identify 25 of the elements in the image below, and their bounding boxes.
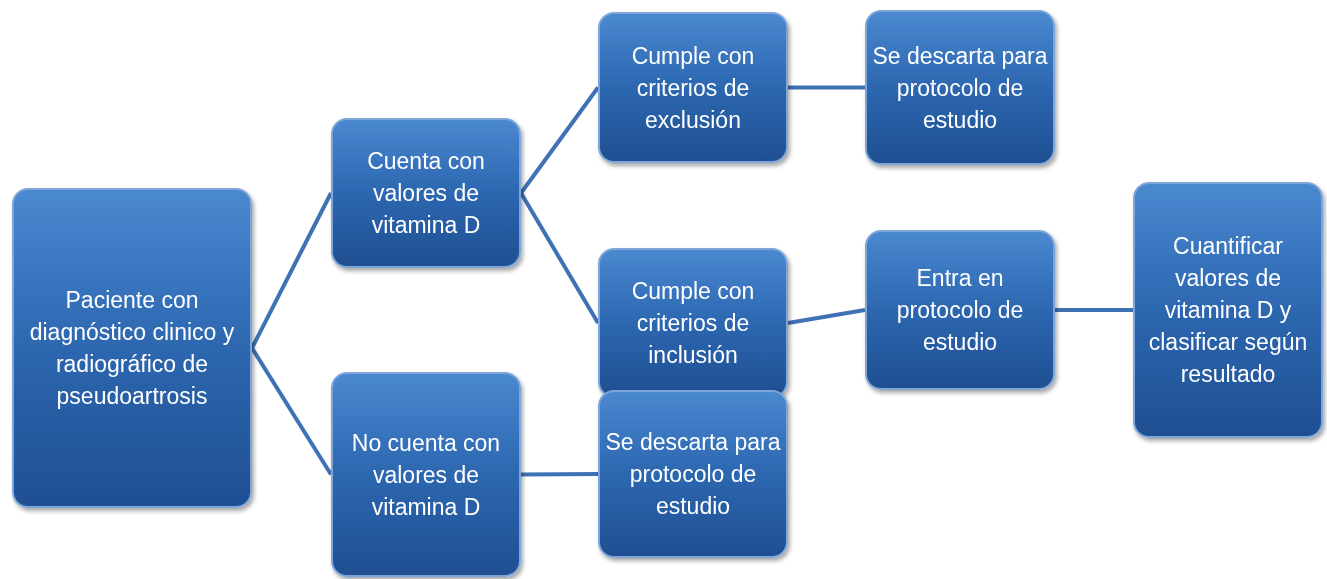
process-box	[865, 10, 1055, 165]
connector-line	[788, 85, 865, 90]
connector-line	[250, 346, 333, 476]
box-text: Se descarta para protocolo de estudio	[604, 428, 782, 521]
process-box	[331, 372, 521, 577]
box-text: Cuenta con valores de vitamina D	[366, 147, 486, 240]
connector-line	[521, 472, 598, 477]
process-box	[598, 12, 788, 163]
process-box	[865, 230, 1055, 390]
box-text: Entra en protocolo de estudio	[895, 264, 1025, 357]
connector-line	[519, 86, 600, 195]
box-text: Cumple con criterios de exclusión	[630, 41, 756, 135]
connector-line	[1055, 308, 1133, 312]
process-box	[598, 390, 788, 558]
process-box	[331, 118, 521, 268]
connector-line	[250, 192, 333, 349]
box-text: Paciente con diagnóstico clinico y radiográfico de pseudoartrosis	[28, 286, 236, 411]
box-text: Se descarta para protocolo de estudio	[871, 41, 1049, 135]
process-box	[12, 188, 252, 508]
box-text: Cuantificar valores de vitamina D y clasificar según resultado	[1147, 232, 1309, 389]
process-box	[1133, 182, 1323, 438]
box-text: No cuenta con valores de vitamina D	[350, 428, 502, 522]
connector-line	[787, 308, 866, 325]
connector-line	[519, 192, 600, 324]
box-text: Cumple con criterios de inclusión	[630, 277, 756, 370]
